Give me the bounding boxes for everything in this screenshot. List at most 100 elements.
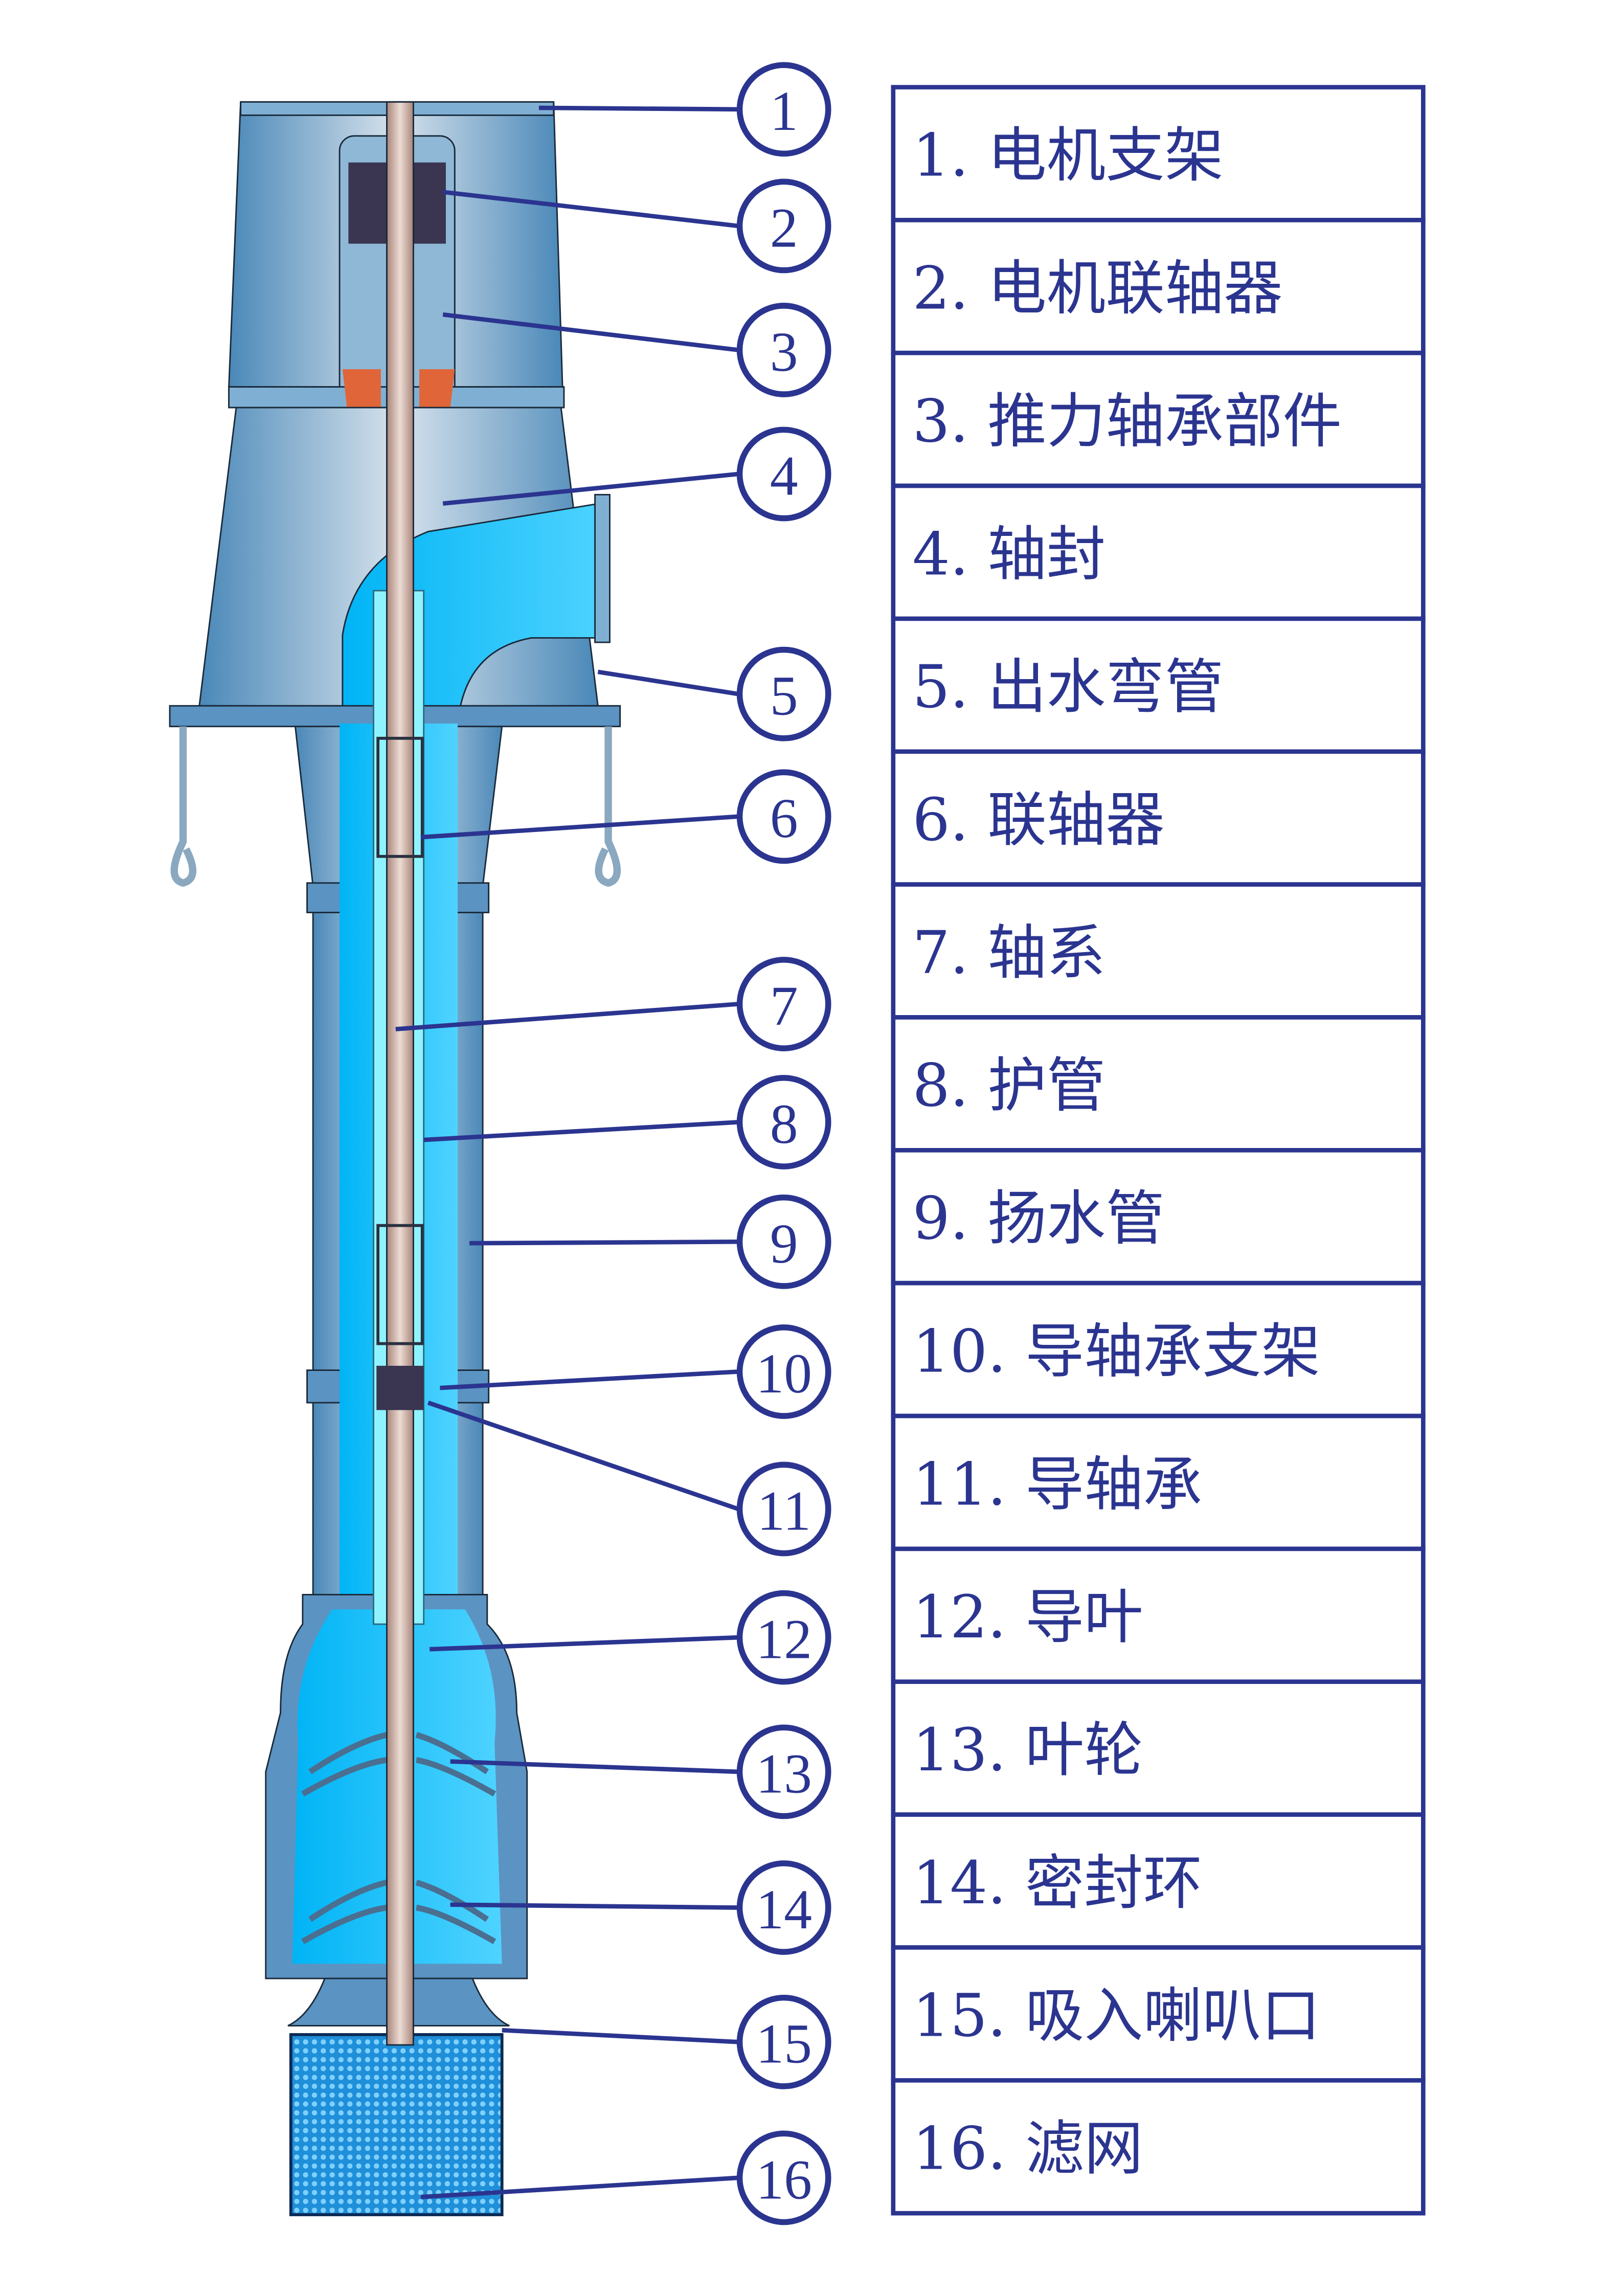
leader-line <box>440 1369 738 1390</box>
leader-line <box>597 669 739 696</box>
part-label: 11. 导轴承 <box>912 1450 1202 1519</box>
shaft-coupling-2 <box>376 1224 424 1345</box>
callout-number: 8 <box>770 1093 798 1155</box>
part-label: 14. 密封环 <box>912 1849 1202 1918</box>
table-cell <box>891 483 1426 621</box>
table-row: 12. 导叶 <box>891 1546 1426 1684</box>
callout-8: 8 <box>423 1075 831 1169</box>
leader-line <box>442 471 739 506</box>
callout-number: 12 <box>756 1608 812 1671</box>
callout-15: 15 <box>502 1994 831 2089</box>
table-row: 14. 密封环 <box>891 1812 1426 1950</box>
callout-number: 15 <box>756 2013 812 2075</box>
table-row: 9. 扬水管 <box>891 1147 1426 1286</box>
part-label: 8. 护管 <box>912 1052 1106 1120</box>
leader-line <box>450 1759 738 1774</box>
shaft-coupling <box>376 736 424 858</box>
table-cell <box>891 749 1426 887</box>
table-row: 15. 吸入喇叭口 <box>891 1945 1426 2083</box>
table-row: 6. 联轴器 <box>891 749 1426 887</box>
callout-circle <box>736 1590 831 1685</box>
table-cell <box>891 2078 1426 2216</box>
table-row: 10. 导轴承支架 <box>891 1280 1426 1419</box>
callout-16: 16 <box>420 2130 831 2225</box>
leader-line <box>442 312 739 352</box>
table-cell <box>891 1679 1426 1817</box>
table-row: 2. 电机联轴器 <box>891 218 1426 355</box>
callout-circle <box>736 2130 831 2225</box>
table-row: 1. 电机支架 <box>891 85 1426 222</box>
table-row: 8. 护管 <box>891 1015 1426 1153</box>
leader-line <box>538 105 738 112</box>
callout-2: 2 <box>442 178 831 274</box>
table-cell <box>891 1945 1426 2083</box>
callout-circle <box>736 178 831 274</box>
callout-circle <box>736 1860 831 1955</box>
callout-number: 14 <box>756 1878 812 1941</box>
table-cell <box>891 1812 1426 1950</box>
table-cell <box>891 218 1426 355</box>
callout-1: 1 <box>538 62 831 157</box>
callout-circle <box>736 62 831 157</box>
callout-number: 4 <box>770 444 798 507</box>
callout-circle <box>736 1724 831 1819</box>
callout-11: 11 <box>427 1400 831 1557</box>
callout-circle <box>736 1461 831 1557</box>
callout-circle <box>736 1994 831 2089</box>
callout-number: 2 <box>770 196 798 259</box>
callout-circle <box>736 646 831 741</box>
callout-number: 16 <box>756 2148 812 2211</box>
part-label: 16. 滤网 <box>912 2115 1143 2184</box>
table-row: 16. 滤网 <box>891 2078 1426 2216</box>
table-cell <box>891 1280 1426 1419</box>
elbow-flange <box>594 493 611 643</box>
table-cell <box>891 882 1426 1020</box>
callout-9: 9 <box>469 1194 831 1289</box>
part-label: 7. 轴系 <box>912 919 1106 987</box>
callout-number: 10 <box>756 1342 812 1405</box>
part-label: 6. 联轴器 <box>912 786 1164 854</box>
callout-number: 9 <box>770 1212 798 1275</box>
callout-14: 14 <box>450 1860 831 1955</box>
table-cell <box>891 350 1426 488</box>
callout-circle <box>736 1324 831 1419</box>
callout-number: 11 <box>757 1479 811 1542</box>
lifting-hook-left <box>170 726 197 887</box>
leader-line <box>469 1240 738 1246</box>
table-row: 13. 叶轮 <box>891 1679 1426 1817</box>
callout-3: 3 <box>442 303 831 397</box>
leader-line <box>427 1400 739 1512</box>
leader-line <box>423 1120 738 1142</box>
callout-12: 12 <box>430 1590 831 1685</box>
callout-4: 4 <box>442 426 831 522</box>
part-label: 1. 电机支架 <box>912 122 1224 190</box>
callout-number: 3 <box>770 321 798 383</box>
table-row: 5. 出水弯管 <box>891 616 1426 754</box>
leader-line <box>395 1002 738 1031</box>
table-row: 11. 导轴承 <box>891 1413 1426 1551</box>
callout-number: 6 <box>770 787 798 849</box>
callout-number: 13 <box>756 1742 812 1805</box>
table-row: 7. 轴系 <box>891 882 1426 1020</box>
shaft <box>386 101 414 2046</box>
callout-circle <box>736 303 831 397</box>
callout-number: 7 <box>770 975 798 1037</box>
strainer <box>289 2033 504 2216</box>
callout-10: 10 <box>440 1324 831 1419</box>
callout-circle <box>736 957 831 1051</box>
leader-line <box>420 2175 738 2199</box>
leader-line <box>430 1635 738 1652</box>
part-label: 15. 吸入喇叭口 <box>912 1982 1320 2051</box>
callout-circle <box>736 1075 831 1169</box>
table-row: 4. 轴封 <box>891 483 1426 621</box>
leader-line <box>420 814 738 840</box>
callout-circle <box>736 426 831 522</box>
callout-circle <box>736 769 831 864</box>
table-cell <box>891 85 1426 222</box>
lifting-hook-right <box>595 726 621 887</box>
table-cell <box>891 1015 1426 1153</box>
part-label: 5. 出水弯管 <box>912 653 1224 722</box>
impeller-2 <box>301 1879 497 1944</box>
